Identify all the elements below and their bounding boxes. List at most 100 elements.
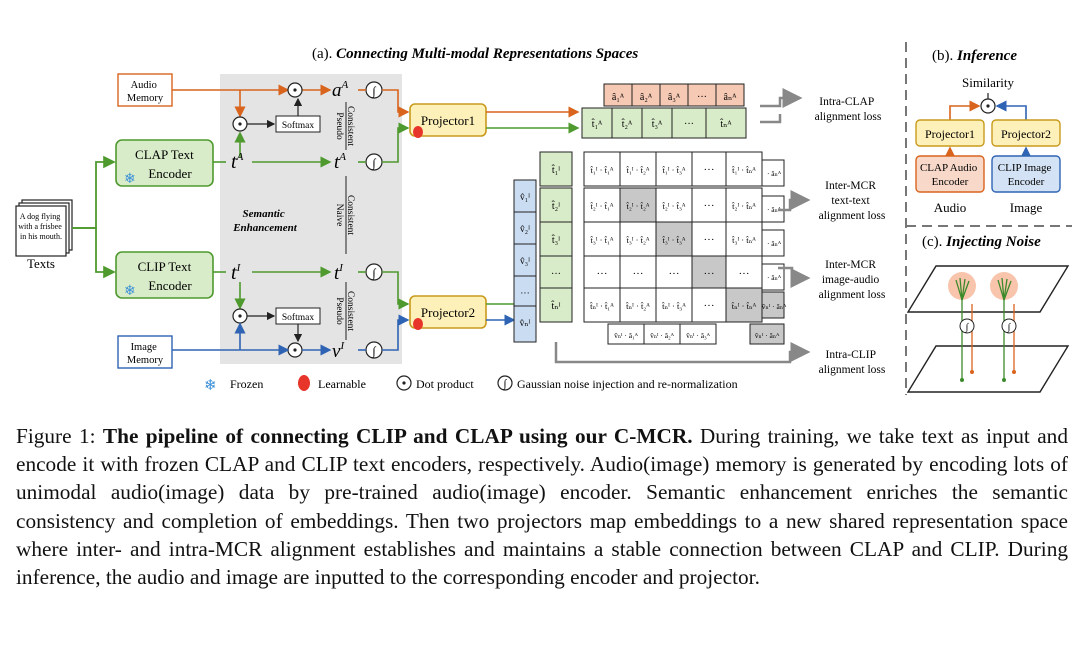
matrix-similarity-value: t̂ₙᴵ · t̂₃ᴬ bbox=[661, 301, 686, 311]
tA-out-symbol: tA bbox=[334, 151, 346, 173]
svg-text:∫: ∫ bbox=[371, 344, 376, 358]
projector1-label: Projector1 bbox=[421, 113, 475, 128]
clip-text-encoder bbox=[115, 251, 214, 299]
matrix-text-embedding-label: t̂ₙᴬ bbox=[720, 118, 733, 130]
naive-consistent-label: NaiveConsistent bbox=[334, 195, 355, 235]
inference-projector1-label: Projector1 bbox=[925, 127, 975, 141]
matrix-similarity-cell bbox=[583, 151, 621, 187]
matrix-image-audio-value: · âₙᴬ bbox=[767, 239, 782, 248]
image-input-label: Image bbox=[1010, 200, 1043, 215]
matrix-similarity-cell bbox=[619, 187, 657, 223]
matrix-image-audio-value: v̂ₙᴵ · â₁ᴬ bbox=[614, 331, 639, 340]
noise-icon: ∫ bbox=[365, 81, 383, 99]
matrix-text-embedding-cell bbox=[581, 107, 613, 139]
matrix-text-embedding-label: t̂₂ᴬ bbox=[621, 118, 633, 130]
matrix-similarity-value: t̂₃ᴵ · t̂₃ᴬ bbox=[662, 235, 686, 245]
matrix-image-embedding-cell bbox=[513, 305, 537, 343]
matrix-similarity-value: t̂₃ᴵ · t̂ₙᴬ bbox=[731, 235, 756, 245]
image-memory-label: Image Memory bbox=[127, 342, 164, 366]
flame-icon bbox=[413, 318, 423, 330]
svg-text:∫: ∫ bbox=[371, 266, 376, 280]
matrix-similarity-value: ··· bbox=[704, 268, 715, 280]
matrix-audio-embedding-label: ··· bbox=[697, 92, 707, 103]
texts-card-caption: A dog flying with a frisbee in his mouth… bbox=[18, 212, 64, 241]
matrix-image-audio-cell bbox=[679, 323, 717, 345]
matrix-text-embedding-label: t̂₁ᴵ bbox=[551, 164, 560, 176]
matrix-similarity-cell bbox=[655, 287, 693, 323]
aA-symbol: aA bbox=[332, 79, 349, 101]
matrix-similarity-cell bbox=[725, 221, 763, 257]
matrix-similarity-value: t̂₁ᴵ · t̂₂ᴬ bbox=[626, 165, 650, 175]
matrix-text-embedding-label: ··· bbox=[684, 119, 694, 130]
similarity-label: Similarity bbox=[962, 75, 1015, 90]
pseudo-consistent-label: PseudoConsistent bbox=[334, 291, 355, 331]
audio-input-label: Audio bbox=[934, 200, 967, 215]
matrix-similarity-cell bbox=[583, 287, 621, 323]
matrix-text-embedding-cell bbox=[611, 107, 643, 139]
clip-text-encoder-label: CLIP Text Encoder bbox=[138, 259, 195, 293]
matrix-image-embedding-label: v̂ₙᴵ bbox=[520, 318, 531, 329]
noise-icon: ∫ bbox=[365, 341, 383, 359]
matrix-image-audio-value: · âₙᴬ bbox=[767, 205, 782, 214]
legend-dot-product: Dot product bbox=[416, 377, 474, 391]
inter-text-loss-label: Inter-MCR text-text alignment loss bbox=[819, 180, 886, 222]
panel-a-title: (a). Connecting Multi-modal Representati… bbox=[312, 46, 638, 62]
tI-out-symbol: tI bbox=[334, 262, 344, 284]
projector2 bbox=[409, 295, 487, 329]
matrix-image-embedding-label: ··· bbox=[520, 289, 530, 299]
panel-c-title: (c). Injecting Noise bbox=[922, 234, 1041, 250]
svg-text:∫: ∫ bbox=[371, 84, 376, 98]
matrix-similarity-cell bbox=[583, 187, 621, 223]
vI-symbol: vI bbox=[332, 340, 345, 362]
intra-clap-loss-label: Intra-CLAP alignment loss bbox=[815, 96, 882, 123]
snowflake-icon: ❄ bbox=[124, 172, 136, 187]
matrix-similarity-value: ··· bbox=[669, 268, 680, 280]
clap-text-encoder-label: CLAP Text Encoder bbox=[135, 147, 197, 181]
panel-b-title: (b). Inference bbox=[932, 48, 1017, 64]
matrix-text-embedding-cell bbox=[539, 221, 573, 257]
semantic-enhancement-label: Semantic Enhancement bbox=[232, 208, 298, 234]
caption-lead: Figure 1: bbox=[16, 424, 103, 448]
matrix-audio-embedding-cell bbox=[715, 83, 745, 107]
matrix-similarity-value: ··· bbox=[633, 268, 644, 280]
matrix-similarity-value: ··· bbox=[704, 300, 715, 312]
matrix-similarity-cell bbox=[691, 221, 727, 257]
matrix-text-embedding-label: t̂₁ᴬ bbox=[591, 118, 603, 130]
intra-clip-loss-label: Intra-CLIP alignment loss bbox=[819, 349, 886, 376]
clip-image-encoder-label: CLIP Image Encoder bbox=[998, 162, 1054, 188]
matrix-image-audio-cell bbox=[761, 159, 785, 187]
matrix-similarity-value: t̂₂ᴵ · t̂₂ᴬ bbox=[626, 201, 650, 211]
matrix-image-audio-value: · âₙᴬ bbox=[767, 273, 782, 282]
matrix-similarity-cell bbox=[655, 151, 693, 187]
inference-projector1 bbox=[915, 119, 985, 147]
matrix-similarity-value: t̂₃ᴵ · t̂₂ᴬ bbox=[626, 235, 650, 245]
clap-audio-encoder bbox=[915, 155, 985, 193]
matrix-similarity-cell bbox=[619, 287, 657, 323]
clap-audio-encoder-label: CLAP Audio Encoder bbox=[920, 162, 980, 188]
inference-projector2 bbox=[991, 119, 1061, 147]
matrix-text-embedding-label: t̂₃ᴵ bbox=[551, 234, 560, 246]
matrix-image-audio-value: v̂ₙᴵ · âₙᴬ bbox=[762, 302, 787, 311]
flame-icon bbox=[298, 375, 310, 391]
matrix-similarity-value: ··· bbox=[704, 234, 715, 246]
matrix-text-embedding-label: t̂ₙᴵ bbox=[551, 300, 561, 312]
matrix-similarity-cell bbox=[691, 187, 727, 223]
image-memory-box bbox=[117, 335, 173, 369]
matrix-similarity-value: t̂ₙᴵ · t̂ₙᴬ bbox=[731, 301, 757, 311]
matrix-image-audio-cell bbox=[761, 263, 785, 291]
matrix-similarity-cell bbox=[619, 151, 657, 187]
matrix-text-embedding-cell bbox=[705, 107, 747, 139]
matrix-similarity-value: ··· bbox=[597, 268, 608, 280]
svg-text:∫: ∫ bbox=[965, 322, 970, 333]
matrix-similarity-value: t̂₃ᴵ · t̂₁ᴬ bbox=[590, 235, 614, 245]
matrix-text-embedding-label: ··· bbox=[551, 269, 561, 280]
caption-bold-title: The pipeline of connecting CLIP and CLAP… bbox=[102, 424, 693, 448]
matrix-text-embedding-cell bbox=[539, 151, 573, 187]
matrix-image-audio-value: · âₙᴬ bbox=[767, 169, 782, 178]
svg-text:∫: ∫ bbox=[1007, 322, 1012, 333]
noise-icon: ∫ bbox=[497, 375, 513, 391]
matrix-similarity-cell bbox=[725, 151, 763, 187]
matrix-similarity-cell bbox=[655, 187, 693, 223]
matrix-image-embedding-label: v̂₁ᴵ bbox=[520, 192, 530, 203]
